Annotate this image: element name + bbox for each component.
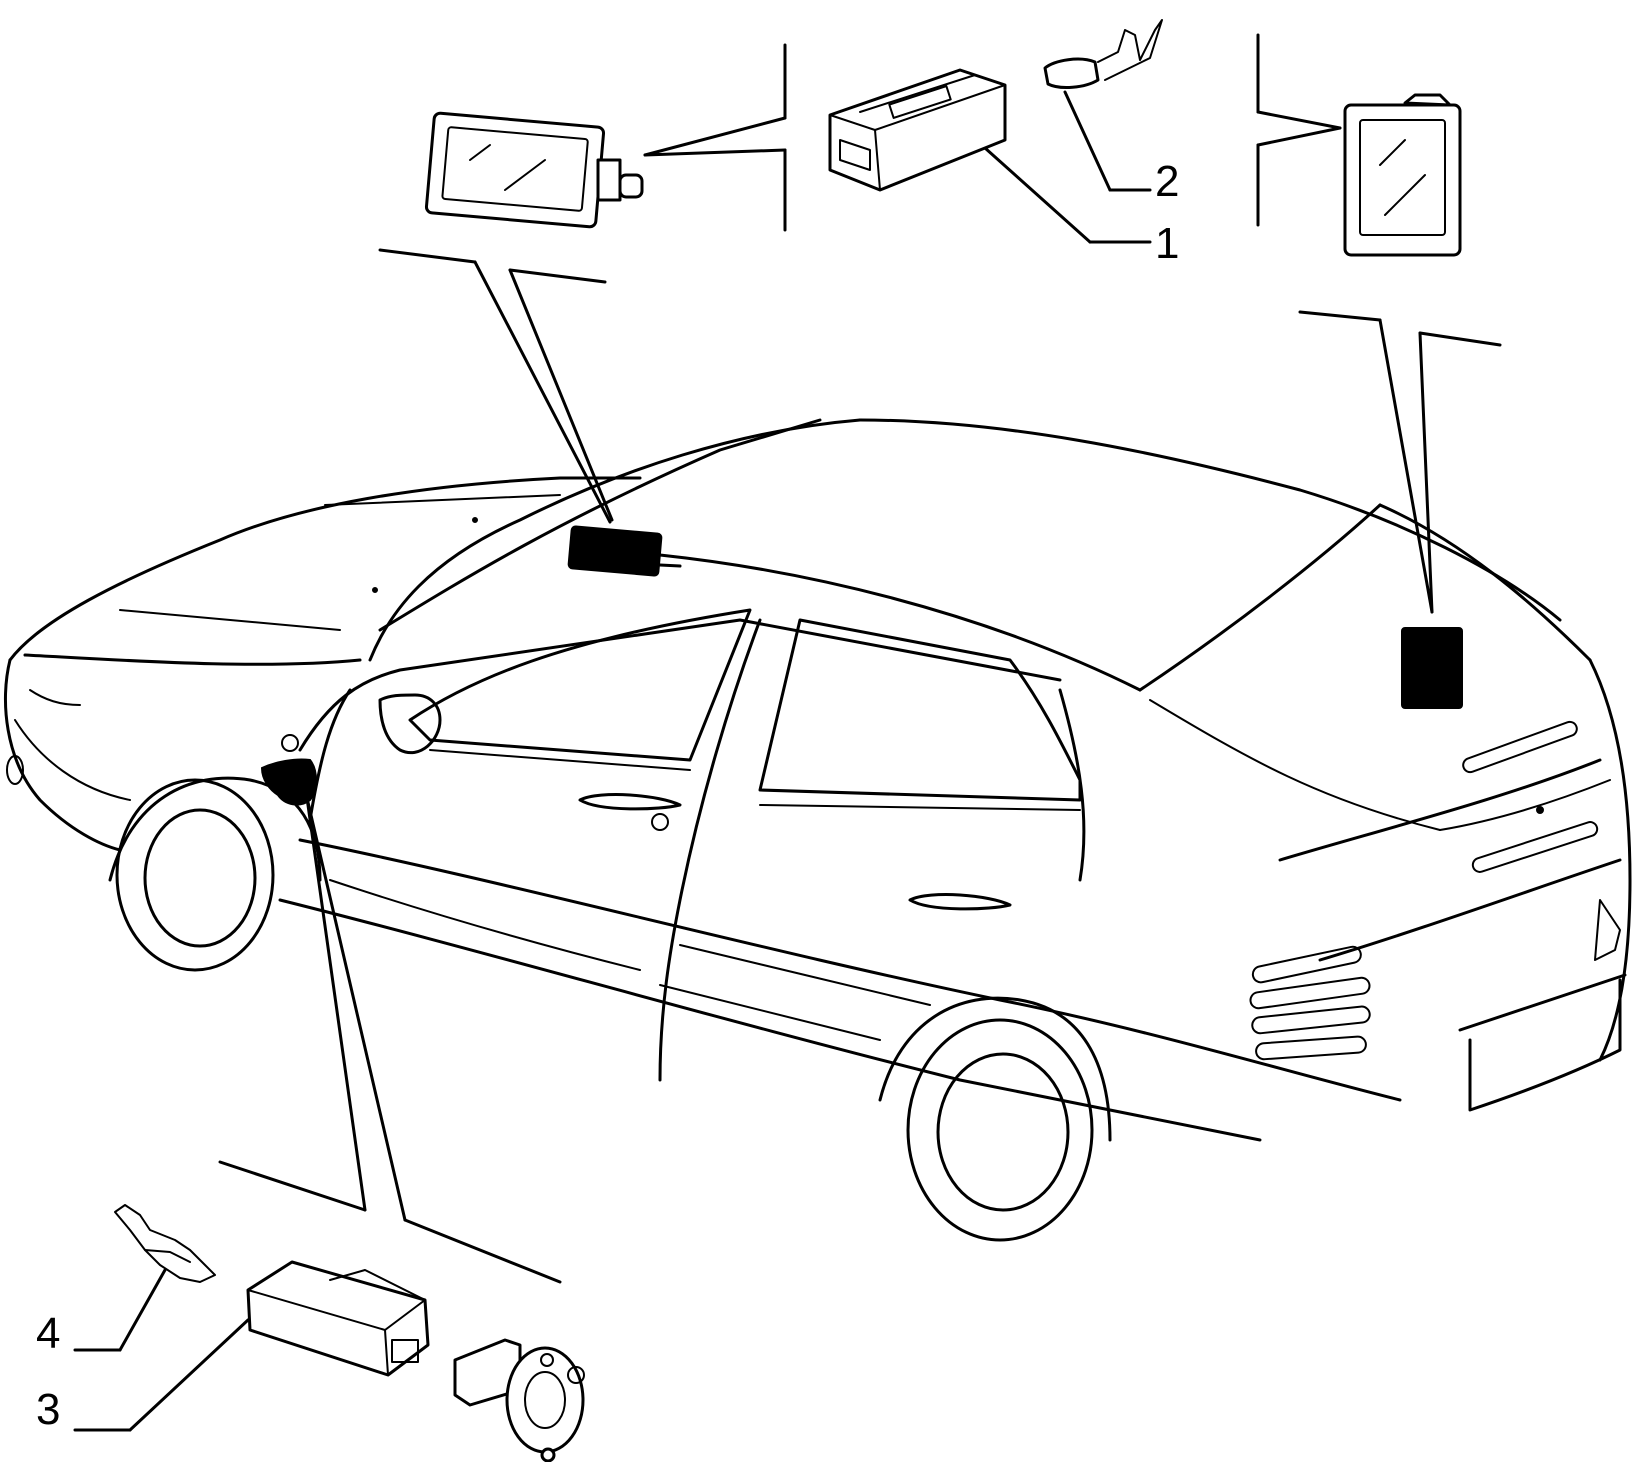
callout-4: 4 (36, 1309, 61, 1358)
part-1-connector (828, 68, 1007, 192)
car-rear-wheel (906, 1018, 1094, 1242)
car-front-bumper (3, 658, 122, 852)
callout-3: 3 (36, 1385, 61, 1434)
rear-interior-lamp (1256, 33, 1462, 257)
part-2-terminal (1043, 19, 1163, 89)
car-hood-crease (23, 653, 362, 666)
leader-lines (73, 90, 1502, 1432)
car-outline (3, 418, 1632, 1142)
car-roof (858, 418, 1562, 622)
part-3-connector (246, 1260, 430, 1377)
roof-lamp-mounted (567, 525, 663, 577)
rear-lamp-mounted (1401, 627, 1463, 709)
door-contact-switch (453, 1338, 585, 1463)
front-interior-lamp (424, 43, 787, 232)
callout-1: 1 (1155, 219, 1180, 268)
part-4-terminal (114, 1204, 216, 1283)
car-front-wheel (115, 778, 275, 972)
callout-2: 2 (1155, 157, 1180, 206)
car-side (298, 618, 1062, 752)
car-mirror (378, 693, 442, 755)
car-rear-window (758, 618, 1082, 802)
car-rear (1588, 658, 1632, 1062)
car-front-window (408, 608, 752, 762)
car-windshield (368, 418, 862, 662)
car-hood (8, 476, 642, 662)
car-rear-handle (908, 893, 1012, 911)
car-front-handle (578, 793, 682, 811)
door-switch-mounted (260, 758, 317, 806)
